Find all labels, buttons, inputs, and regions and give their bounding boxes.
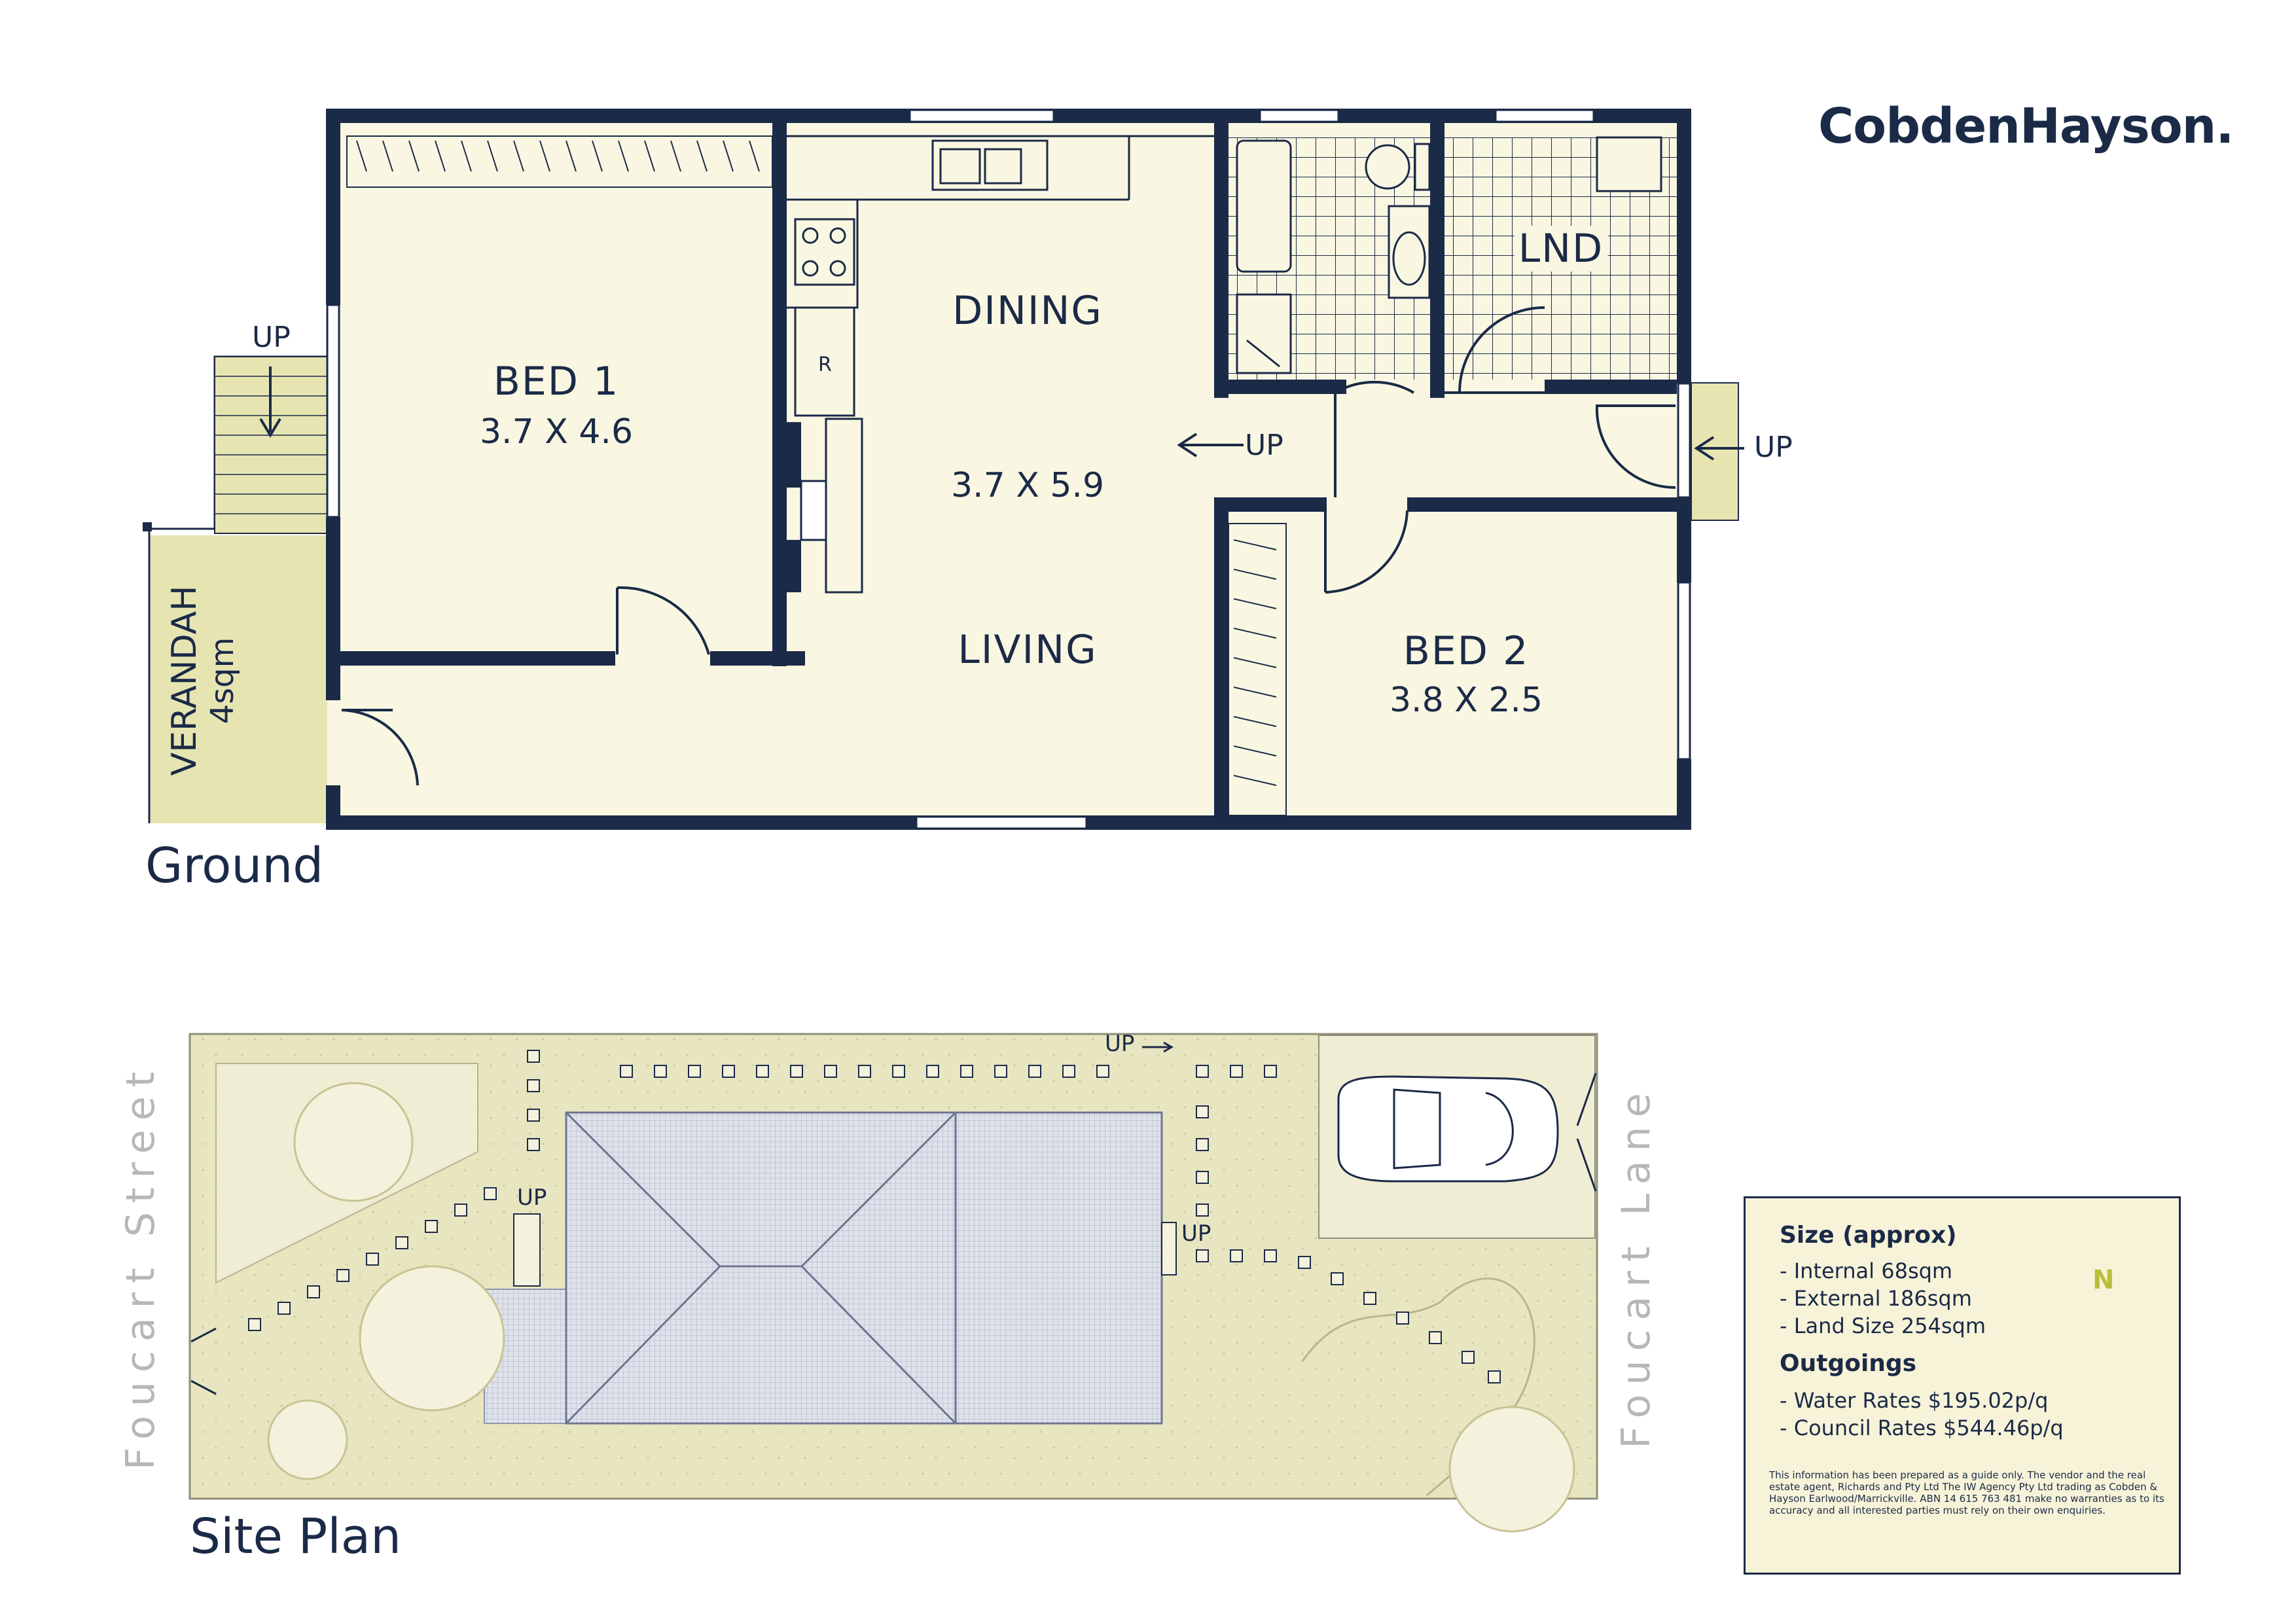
- up-label-site-top: UP: [1105, 1031, 1135, 1057]
- left-gate: [190, 1327, 217, 1395]
- roof-hips: [565, 1111, 957, 1425]
- stepping-stones: [248, 1050, 1501, 1383]
- ground-title: Ground: [145, 838, 324, 894]
- laundry-tub: [1596, 136, 1662, 192]
- outgoing-item: - Council Rates $544.46p/q: [1780, 1416, 2064, 1440]
- verandah-name: VERANDAH: [165, 585, 204, 776]
- bed1-robe-hatch: [356, 140, 760, 172]
- ground-floor-plan: [143, 109, 1744, 830]
- bed1-name: BED 1: [493, 359, 620, 404]
- rear-up-arrow: [1694, 436, 1744, 461]
- site-side-stair: [513, 1213, 541, 1287]
- brand-logo: CobdenHayson.: [1818, 98, 2234, 154]
- kitchen: [787, 135, 1214, 594]
- up-label-rear: UP: [1754, 431, 1793, 464]
- living-size: 3.7 X 5.9: [950, 466, 1105, 505]
- rear-landing: [1691, 382, 1739, 521]
- front-stair-arrow: [259, 366, 281, 438]
- bed2-name: BED 2: [1403, 628, 1530, 674]
- site-house-roof: [565, 1111, 1163, 1425]
- up-label-hall: UP: [1245, 429, 1283, 462]
- size-heading: Size (approx): [1780, 1222, 1957, 1249]
- living-name: LIVING: [958, 627, 1098, 673]
- bed2-robe-hatch: [1233, 539, 1277, 786]
- up-label-site-side: UP: [517, 1185, 547, 1211]
- site-plan-title: Site Plan: [190, 1508, 402, 1565]
- car-outline: [1337, 1075, 1559, 1183]
- verandah-label: VERANDAH 4sqm: [165, 586, 241, 776]
- hall-up-arrow: [1177, 433, 1244, 457]
- outgoings-heading: Outgoings: [1780, 1350, 1917, 1377]
- trees: [267, 1082, 1575, 1533]
- door-swings: [341, 306, 1676, 786]
- bed2-size: 3.8 X 2.5: [1389, 681, 1543, 720]
- laundry-name: LND: [1514, 226, 1608, 272]
- outgoing-item: - Water Rates $195.02p/q: [1780, 1388, 2049, 1413]
- verandah-post: [143, 522, 152, 531]
- fridge-label: R: [818, 353, 832, 376]
- bed1-robe: [346, 135, 773, 188]
- bathroom-fixtures: [1236, 139, 1431, 374]
- up-label-front-stair: UP: [252, 321, 291, 354]
- site-rear-step: [1161, 1222, 1177, 1275]
- right-gate: [1576, 1073, 1597, 1192]
- interior-walls: [340, 123, 1677, 825]
- disclaimer-text: This information has been prepared as a …: [1769, 1469, 2164, 1516]
- street-right: Foucart Lane: [1613, 1084, 1659, 1449]
- bed2-robe: [1228, 523, 1287, 816]
- size-item: - External 186sqm: [1780, 1286, 1972, 1311]
- dining-name: DINING: [952, 288, 1103, 334]
- verandah-floor: [149, 535, 327, 823]
- verandah-size: 4sqm: [204, 637, 241, 724]
- up-label-site-rear: UP: [1181, 1221, 1211, 1247]
- windows: [326, 109, 1691, 830]
- size-item: - Land Size 254sqm: [1780, 1313, 1986, 1338]
- site-up-arrow-top: [1142, 1041, 1174, 1053]
- size-item: - Internal 68sqm: [1780, 1258, 1953, 1283]
- property-info-box: Size (approx) - Internal 68sqm - Externa…: [1744, 1196, 2181, 1575]
- site-plan: [188, 1033, 2147, 1533]
- compass-north-label: N: [2092, 1265, 2115, 1295]
- street-left: Foucart Street: [118, 1062, 164, 1471]
- bed1-size: 3.7 X 4.6: [479, 412, 634, 452]
